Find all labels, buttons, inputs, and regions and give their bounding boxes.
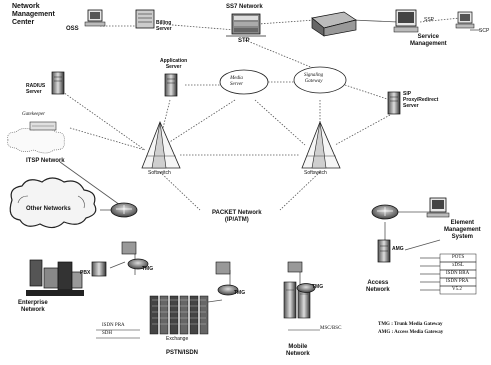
itsp-cloud bbox=[8, 127, 65, 153]
sip-server-icon bbox=[388, 92, 400, 114]
link-stp-ssp bbox=[258, 20, 315, 24]
radius-label: RADIUS Server bbox=[26, 83, 45, 95]
sip-proxy-label: SIP Proxy/Redirect Server bbox=[403, 91, 438, 109]
billing-label: Billing Server bbox=[156, 20, 172, 32]
gatekeeper-label: Gatekeeper bbox=[22, 112, 45, 118]
enterprise-building-icon bbox=[26, 260, 84, 296]
link-gk-ss bbox=[70, 128, 145, 150]
connection-lines bbox=[60, 18, 480, 302]
pstn-isdn-label: PSTN/ISDN bbox=[166, 350, 198, 357]
softswitch-left-label: Softswitch bbox=[148, 170, 171, 176]
oss-label: OSS bbox=[66, 26, 79, 33]
legend-amg: AMG : Access Media Gateway bbox=[378, 330, 443, 336]
router-icon bbox=[111, 203, 137, 217]
mobile-network-label: Mobile Network bbox=[286, 344, 310, 358]
iface-v52: V5.2 bbox=[452, 287, 462, 293]
link-media-ss2 bbox=[255, 100, 305, 145]
ssp-switch-icon bbox=[312, 12, 356, 36]
amg-gateway-icon bbox=[378, 240, 390, 262]
link-sg-sip bbox=[345, 85, 390, 100]
itsp-label: ITSP Network bbox=[26, 158, 65, 165]
link-tmg-pstn bbox=[208, 300, 222, 302]
link-ss2-packet bbox=[280, 172, 320, 210]
link-stp-sg bbox=[245, 40, 318, 70]
link-access-lines bbox=[420, 258, 440, 290]
tmg-pstn-label: TMG bbox=[234, 290, 245, 296]
iface-isdn-pra: ISDN PRA bbox=[446, 279, 469, 285]
service-mgmt-computer-icon bbox=[394, 10, 418, 32]
msc-bsc-label: MSC/BSC bbox=[320, 326, 341, 332]
stp-icon bbox=[226, 14, 266, 36]
app-server-label: Application Server bbox=[160, 58, 187, 70]
nmc-text: Network Management Center bbox=[12, 3, 55, 26]
softswitch-right-label: Softswitch bbox=[304, 170, 327, 176]
scp-computer-icon bbox=[456, 12, 474, 28]
tmg-ent-label: TMG bbox=[142, 266, 153, 272]
radius-server-icon bbox=[52, 72, 64, 94]
pstn-sdh: SDH bbox=[102, 331, 112, 337]
stp-label: STP bbox=[238, 38, 250, 45]
pbx-icon bbox=[92, 262, 106, 276]
exchange-icon bbox=[150, 296, 208, 334]
iface-xdsl: xDSL bbox=[452, 263, 464, 269]
router-icon bbox=[372, 205, 398, 219]
softswitch-right-icon bbox=[302, 122, 340, 168]
element-mgmt-label: Element Management System bbox=[444, 220, 481, 241]
access-network-label: Access Network bbox=[366, 280, 390, 294]
link-pbx-tmg bbox=[110, 262, 125, 268]
scp-label: SCP bbox=[479, 28, 489, 34]
exchange-label: Exchange bbox=[166, 336, 188, 342]
ss7-label: SS7 Network bbox=[226, 4, 263, 11]
other-networks-label: Other Networks bbox=[26, 206, 71, 213]
iface-pots: POTS bbox=[452, 255, 464, 261]
media-server-label: Media Server bbox=[230, 76, 243, 88]
packet-network-label: PACKET Network (IP/ATM) bbox=[212, 210, 262, 224]
ssp-label: SSP bbox=[424, 17, 434, 23]
iface-isdn-bra: ISDN BRA bbox=[446, 271, 469, 277]
pbx-label: PBX bbox=[80, 270, 90, 276]
amg-label: AMG bbox=[392, 246, 404, 252]
link-ssp-scp bbox=[352, 20, 398, 22]
gatekeeper-icon bbox=[30, 122, 56, 130]
pstn-isdn-pra: ISDN PRA bbox=[102, 323, 125, 329]
legend-tmg: TMG : Trunk Media Gateway bbox=[378, 322, 443, 328]
media-server-ellipse bbox=[220, 70, 268, 94]
link-media-ss bbox=[165, 100, 235, 145]
link-radius-ss bbox=[60, 90, 145, 150]
link-amg-access bbox=[405, 240, 440, 250]
enterprise-label: Enterprise Network bbox=[18, 300, 48, 314]
softswitch-left-icon bbox=[142, 122, 180, 168]
billing-server-icon bbox=[136, 10, 154, 28]
tmg-mobile-label: TMG bbox=[312, 284, 323, 290]
ems-computer-icon bbox=[427, 198, 449, 217]
service-mgmt-label: Service Management bbox=[410, 34, 447, 48]
application-server-icon bbox=[165, 74, 177, 96]
nmc-label: Network Management Center bbox=[12, 3, 55, 27]
link-sip-ss2 bbox=[335, 115, 390, 145]
oss-computer-icon bbox=[85, 10, 105, 26]
cloud-icon bbox=[10, 178, 96, 228]
link-ss-packet bbox=[160, 172, 200, 210]
signaling-gw-label: Signaling Gateway bbox=[304, 73, 323, 85]
